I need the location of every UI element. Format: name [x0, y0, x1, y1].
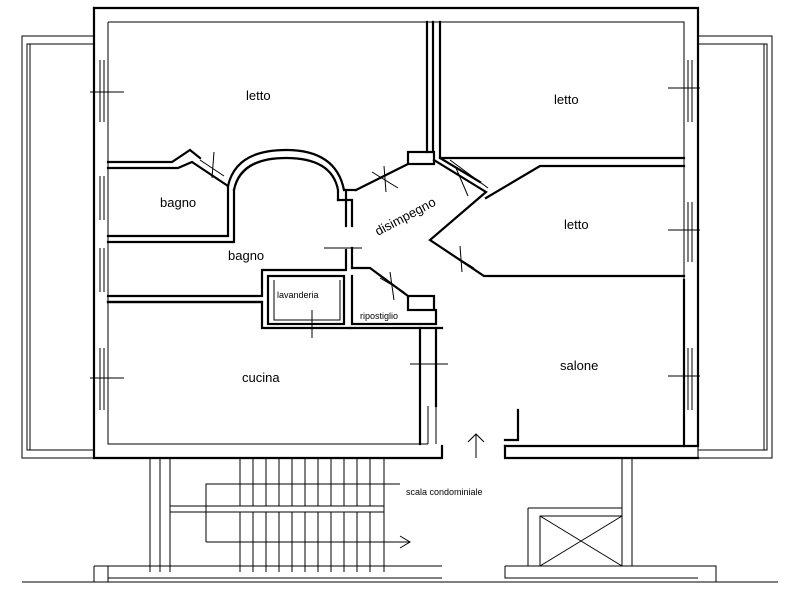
label-disimpegno: disimpegno	[372, 194, 438, 238]
label-bagno-small: bagno	[160, 195, 196, 210]
balcony-right	[697, 35, 773, 459]
exterior-walls	[92, 6, 700, 460]
windows	[90, 60, 700, 410]
balcony-left	[21, 35, 95, 459]
stair-label: scala condominiale	[406, 487, 483, 497]
label-letto-e: letto	[564, 217, 589, 232]
entrance-arrow-icon	[467, 433, 485, 458]
interior-walls	[106, 20, 686, 448]
label-letto-nw: letto	[246, 88, 271, 103]
label-cucina: cucina	[242, 370, 280, 385]
label-bagno-main: bagno	[228, 248, 264, 263]
lower-structure	[22, 565, 778, 583]
staircase: scala condominiale	[149, 458, 483, 572]
elevator-shaft	[527, 458, 633, 567]
label-lavanderia: lavanderia	[277, 290, 319, 300]
label-letto-ne: letto	[554, 92, 579, 107]
label-salone: salone	[560, 358, 598, 373]
label-ripostiglio: ripostiglio	[360, 311, 398, 321]
